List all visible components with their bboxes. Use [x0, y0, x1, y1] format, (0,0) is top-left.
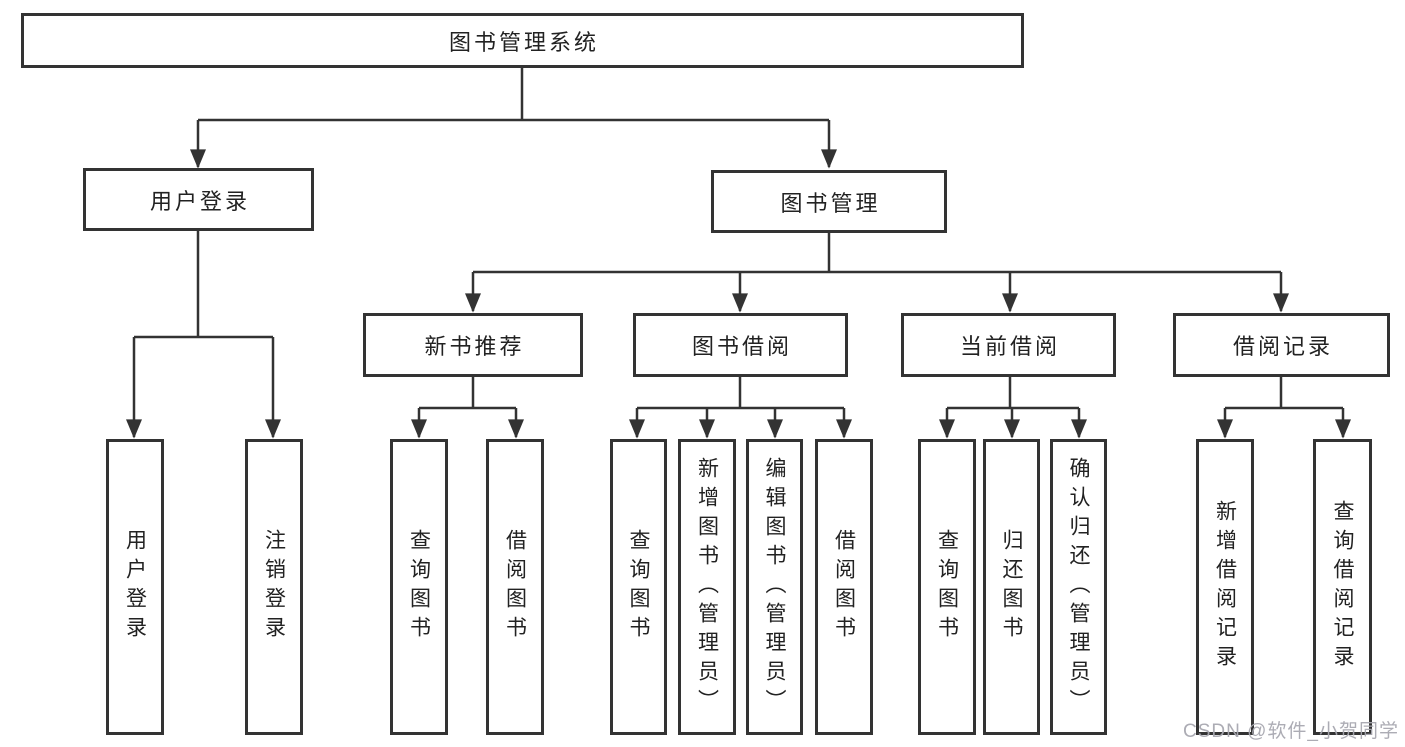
- connector-root-to-level1: [190, 68, 837, 169]
- leaf-return-books: 归还图书: [983, 439, 1040, 735]
- leaf-add-borrow-record: 新增借阅记录: [1196, 439, 1254, 735]
- watermark: CSDN @软件_小贺同学: [1183, 721, 1399, 742]
- leaf-user-login: 用户登录: [106, 439, 164, 735]
- node-current-borrow: 当前借阅: [901, 313, 1116, 377]
- node-borrow-records: 借阅记录: [1173, 313, 1390, 377]
- node-new-book-recommend: 新书推荐: [363, 313, 583, 377]
- node-user-login: 用户登录: [83, 168, 314, 231]
- leaf-add-book-admin: 新增图书（管理员）: [678, 439, 736, 735]
- node-root-library-system: 图书管理系统: [21, 13, 1024, 68]
- leaf-query-books-current: 查询图书: [918, 439, 976, 735]
- connector-new-book-children: [411, 377, 524, 439]
- connector-book-management-children: [465, 233, 1289, 313]
- node-book-management: 图书管理: [711, 170, 947, 233]
- leaf-edit-book-admin: 编辑图书（管理员）: [746, 439, 803, 735]
- leaf-query-books-recommend: 查询图书: [390, 439, 448, 735]
- connector-borrow-records-children: [1217, 377, 1351, 439]
- connector-user-login-children: [126, 231, 281, 439]
- connector-current-borrow-children: [939, 377, 1087, 439]
- leaf-logout: 注销登录: [245, 439, 303, 735]
- leaf-borrow-books-recommend: 借阅图书: [486, 439, 544, 735]
- leaf-borrow-books: 借阅图书: [815, 439, 873, 735]
- connector-book-borrow-children: [629, 377, 852, 439]
- leaf-query-books-borrow: 查询图书: [610, 439, 667, 735]
- leaf-query-borrow-record: 查询借阅记录: [1313, 439, 1372, 735]
- node-book-borrow: 图书借阅: [633, 313, 848, 377]
- leaf-confirm-return-admin: 确认归还（管理员）: [1050, 439, 1107, 735]
